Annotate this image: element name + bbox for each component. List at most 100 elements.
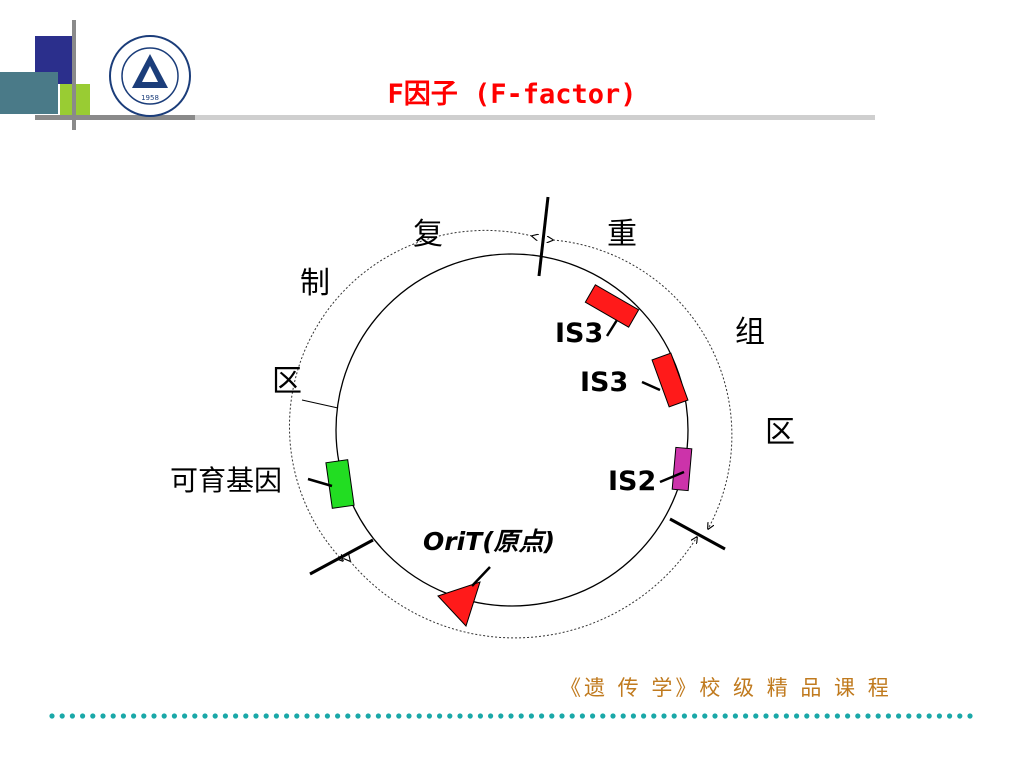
footer-dot bbox=[304, 713, 310, 719]
footer-dot bbox=[120, 713, 126, 719]
footer-dot bbox=[855, 713, 861, 719]
footer-dot bbox=[335, 713, 341, 719]
footer-dot bbox=[233, 713, 239, 719]
fertility-gene-label: 可育基因 bbox=[170, 464, 282, 497]
footer-dot bbox=[161, 713, 167, 719]
footer-dot bbox=[743, 713, 749, 719]
footer-dot bbox=[865, 713, 871, 719]
footer-dot bbox=[783, 713, 790, 719]
horizontal-rule-right bbox=[195, 115, 875, 120]
footer-dot bbox=[192, 713, 198, 719]
replication-label-2: 制 bbox=[300, 266, 330, 301]
footer-dot bbox=[712, 713, 718, 719]
recombination-region-arc bbox=[553, 240, 733, 529]
footer-dot bbox=[661, 713, 667, 719]
footer-dot bbox=[426, 713, 432, 719]
replication-region-arc bbox=[288, 229, 532, 561]
footer-dot bbox=[314, 713, 320, 719]
footer-dot bbox=[692, 713, 698, 719]
footer-dot bbox=[498, 713, 504, 719]
course-footer: 《遗 传 学》校 级 精 品 课 程 bbox=[560, 676, 892, 700]
footer-dot bbox=[539, 713, 545, 719]
footer-dot bbox=[651, 713, 657, 719]
footer-dot bbox=[212, 713, 218, 719]
footer-dot bbox=[957, 713, 963, 719]
footer-dot bbox=[967, 713, 973, 719]
footer-dot bbox=[814, 713, 820, 719]
footer-dot bbox=[222, 713, 228, 719]
boundary-line-right bbox=[669, 517, 726, 551]
footer-dot bbox=[59, 713, 65, 719]
footer-dot bbox=[69, 713, 75, 719]
is3-pointer-1 bbox=[605, 319, 619, 337]
footer-dot bbox=[630, 713, 637, 719]
footer-dot bbox=[284, 713, 290, 719]
boundary-line-left bbox=[309, 538, 374, 576]
footer-dot bbox=[926, 713, 932, 719]
footer-dot bbox=[885, 713, 892, 719]
is2-element bbox=[671, 446, 693, 492]
footer-dot bbox=[416, 713, 422, 719]
footer-dot bbox=[273, 713, 279, 719]
footer-dot bbox=[263, 713, 269, 719]
footer-dot bbox=[355, 713, 361, 719]
footer-dot bbox=[549, 713, 555, 719]
footer-dot bbox=[141, 713, 147, 719]
footer-dot bbox=[345, 713, 351, 719]
footer-dot bbox=[171, 713, 177, 719]
footer-dot bbox=[906, 713, 912, 719]
vertical-rule bbox=[72, 20, 76, 130]
footer-dot bbox=[824, 713, 830, 719]
footer-dot bbox=[182, 713, 188, 719]
footer-dot bbox=[763, 713, 769, 719]
header-decoration bbox=[0, 20, 875, 130]
footer-dot bbox=[386, 713, 392, 719]
footer-dot bbox=[396, 713, 402, 719]
footer-dot bbox=[100, 713, 106, 719]
is2-pointer bbox=[659, 470, 685, 484]
recombination-label-2: 组 bbox=[735, 315, 765, 350]
footer-dot bbox=[916, 713, 922, 719]
footer-dot bbox=[80, 713, 86, 719]
footer-dot bbox=[681, 713, 688, 719]
teal-gradient-block bbox=[0, 72, 58, 114]
orit-origin-marker bbox=[437, 581, 481, 627]
footer-dot bbox=[804, 713, 810, 719]
replication-label-1: 复 bbox=[413, 217, 443, 252]
footer-dot bbox=[896, 713, 902, 719]
footer-dot bbox=[406, 713, 412, 719]
is2-label: IS2 bbox=[608, 466, 656, 497]
footer-dot bbox=[467, 713, 473, 719]
footer-dot bbox=[722, 713, 728, 719]
footer-dot bbox=[243, 713, 249, 719]
footer-dot bbox=[590, 713, 596, 719]
footer-dot bbox=[90, 713, 96, 719]
footer-dot bbox=[253, 713, 259, 719]
footer-dot bbox=[110, 713, 116, 719]
transfer-region-arc bbox=[350, 537, 697, 639]
horizontal-rule-left bbox=[35, 115, 195, 120]
footer-dot bbox=[151, 713, 157, 719]
is3-label-1: IS3 bbox=[555, 318, 603, 349]
slide-title: F因子 (F-factor) bbox=[387, 79, 637, 110]
dotted-footer-rule bbox=[49, 713, 973, 719]
is3-label-2: IS3 bbox=[580, 367, 628, 398]
is3-element-1 bbox=[584, 284, 640, 328]
footer-dot bbox=[488, 713, 494, 719]
is3-pointer-2 bbox=[641, 380, 661, 392]
footer-dot bbox=[447, 713, 453, 719]
footer-dot bbox=[477, 713, 483, 719]
footer-dot bbox=[834, 713, 841, 719]
footer-dot bbox=[875, 713, 881, 719]
footer-dot bbox=[437, 713, 443, 719]
footer-dot bbox=[559, 713, 565, 719]
footer-dot bbox=[457, 713, 463, 719]
footer-dot bbox=[753, 713, 759, 719]
footer-dot bbox=[131, 713, 137, 719]
footer-dot bbox=[294, 713, 300, 719]
footer-dot bbox=[600, 713, 606, 719]
footer-dot bbox=[375, 713, 381, 719]
footer-dot bbox=[845, 713, 851, 719]
footer-dot bbox=[732, 713, 739, 719]
